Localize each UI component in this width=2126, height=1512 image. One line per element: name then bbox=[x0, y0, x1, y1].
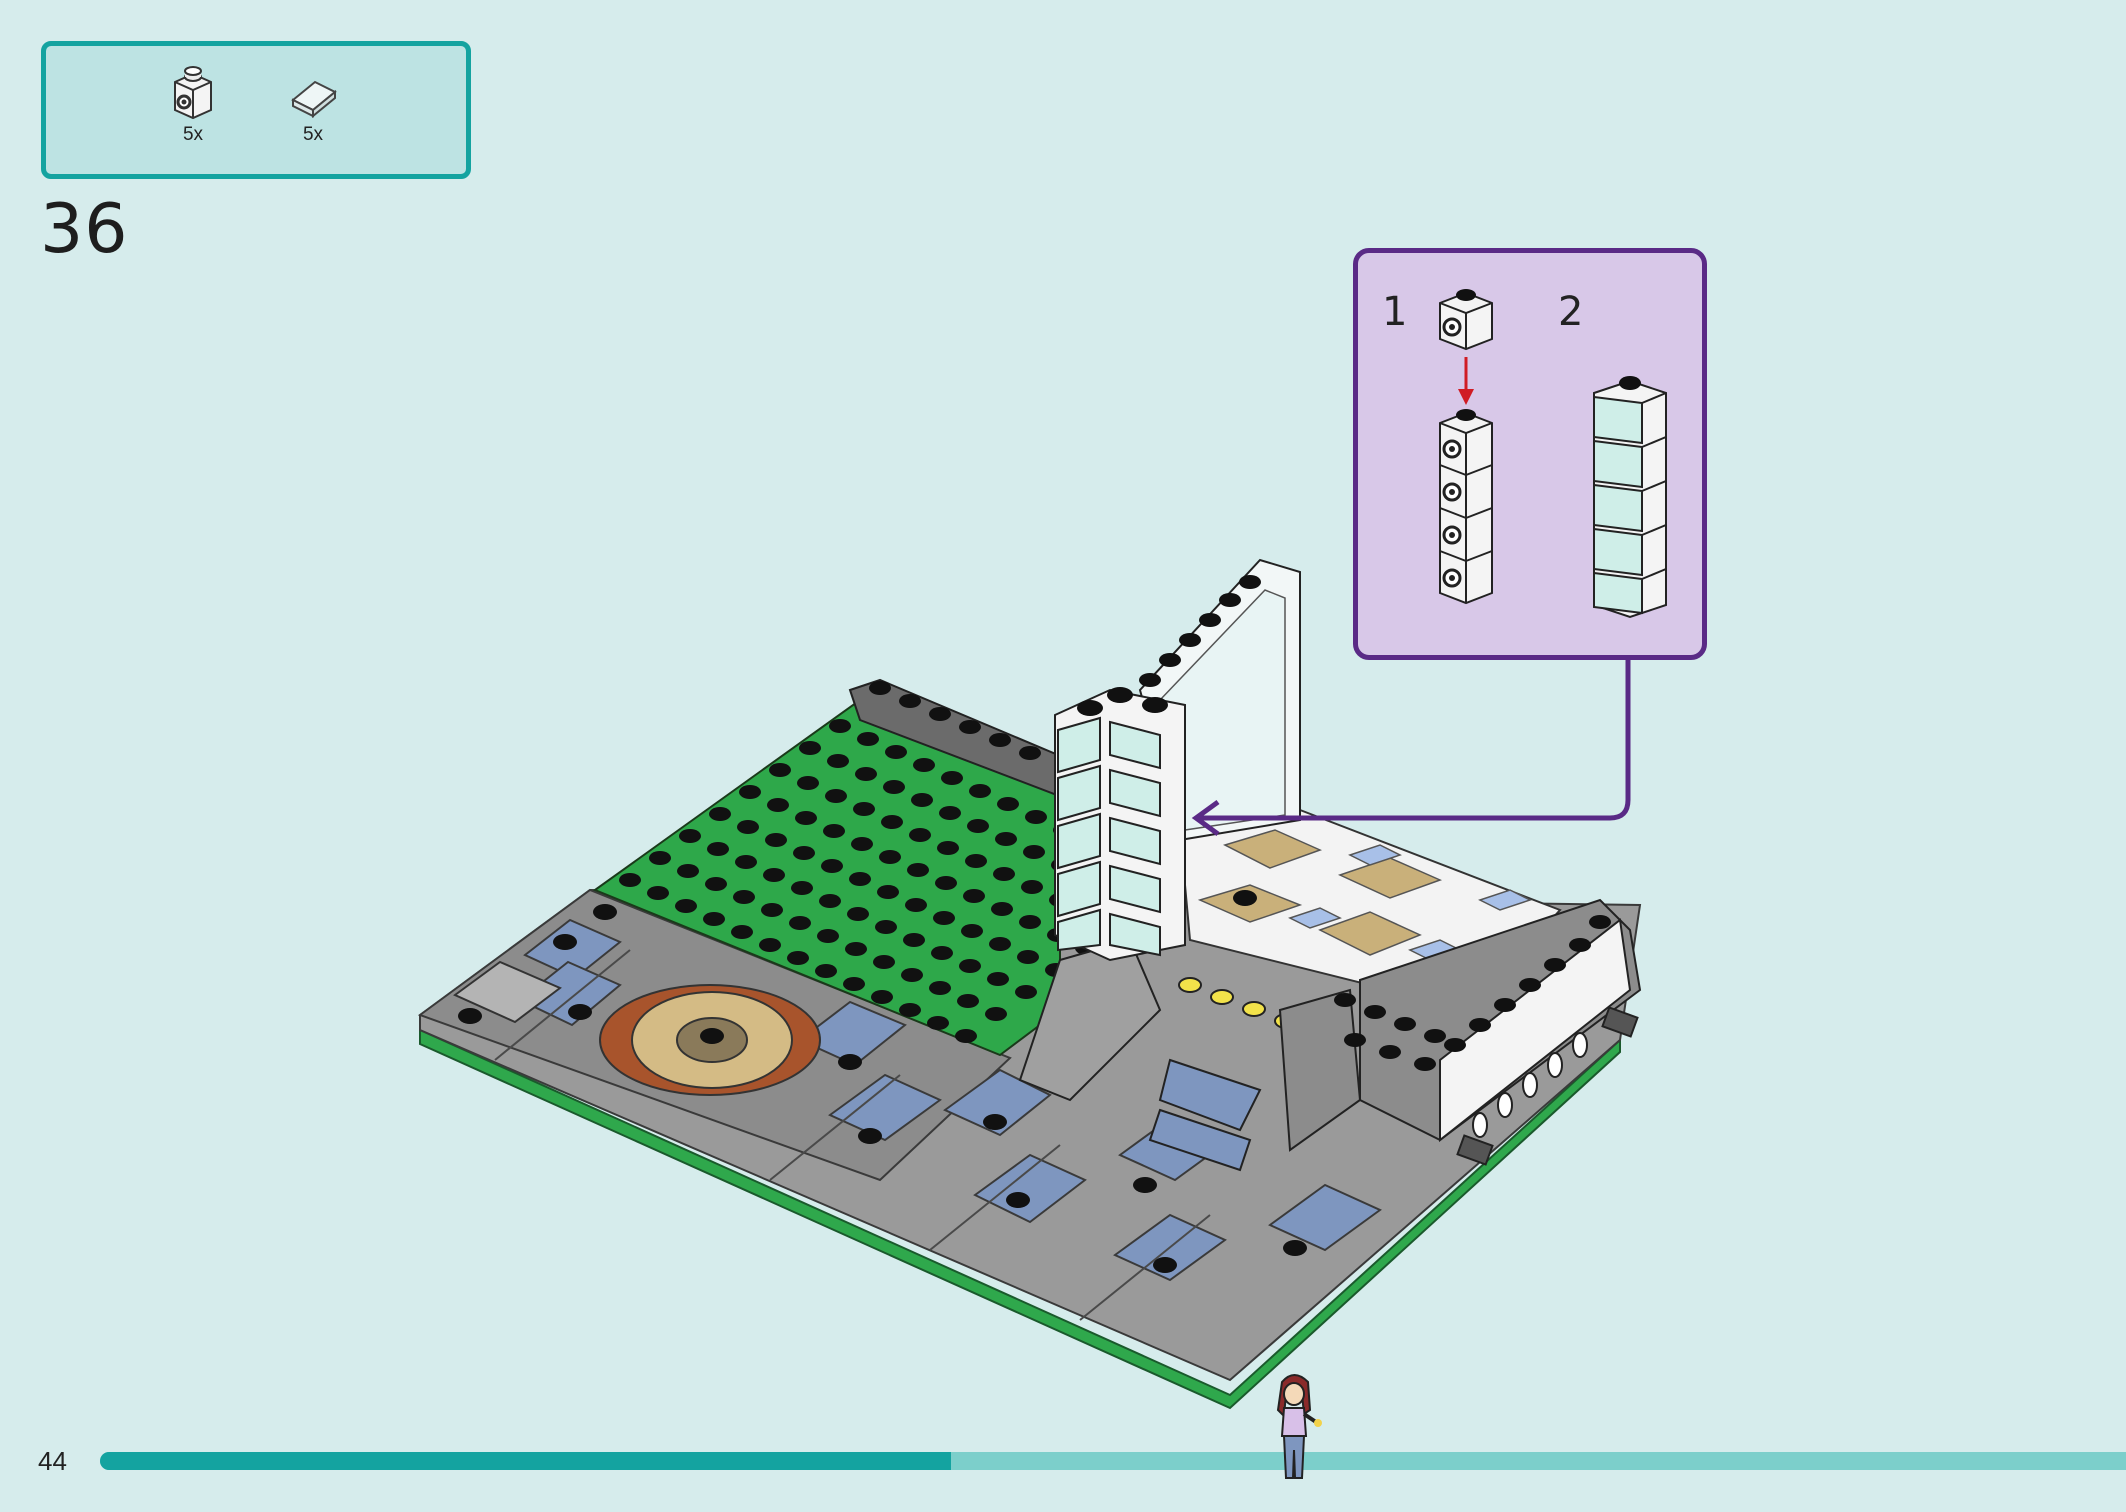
brick-stack bbox=[1439, 409, 1493, 605]
step-number: 36 bbox=[40, 190, 129, 269]
baseplate-edge bbox=[419, 1028, 1621, 1410]
page-number: 44 bbox=[38, 1446, 67, 1476]
pillar-assembly bbox=[1054, 687, 1186, 962]
substep-1-illustration bbox=[1439, 289, 1493, 605]
progress-bar-fill bbox=[100, 1452, 951, 1470]
part-quantity: 5x bbox=[182, 124, 204, 145]
brick-stud-side-icon bbox=[174, 66, 212, 120]
parts-list-box: 5x 5x bbox=[41, 41, 471, 179]
substep-number-1: 1 bbox=[1382, 289, 1408, 335]
progress-bar bbox=[100, 1452, 2126, 1470]
part-quantity: 5x bbox=[302, 124, 324, 145]
part-item-brick-stud-side: 5x bbox=[158, 66, 228, 146]
round-plate-decoration bbox=[599, 984, 821, 1096]
part-item-tile: 5x bbox=[278, 66, 348, 146]
substep-number-2: 2 bbox=[1558, 289, 1584, 335]
substep-2-illustration bbox=[1593, 376, 1667, 619]
minifigure-icon bbox=[1276, 1374, 1322, 1479]
substep-callout: 1 2 bbox=[1353, 248, 1707, 660]
callout-arrow bbox=[1200, 652, 1631, 821]
tile-studs bbox=[458, 904, 1307, 1273]
tile-icon bbox=[291, 80, 337, 119]
grass-studs bbox=[619, 719, 1187, 1043]
entrance-steps bbox=[1018, 938, 1362, 1172]
